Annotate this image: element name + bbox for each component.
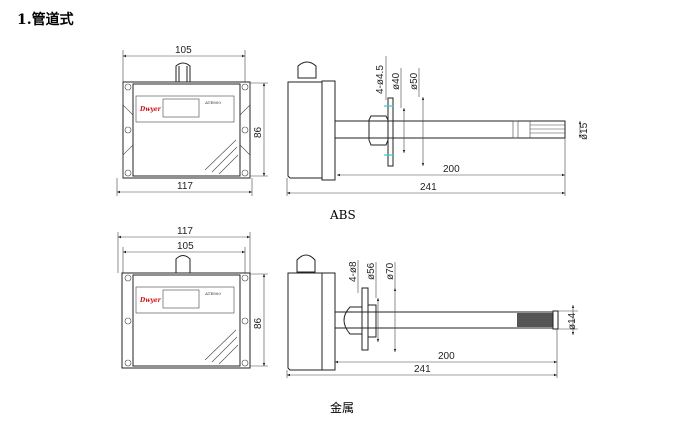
dim-total-len: 241 — [414, 364, 431, 375]
dim-holes: 4-ø4.5 — [375, 65, 386, 94]
dim-inner-dia: ø40 — [391, 72, 402, 90]
section-heading: 1.管道式 — [17, 12, 74, 28]
metal-front-view: 117 105 Dwyer ATE800 86 — [117, 226, 268, 369]
abs-front-view: Dwyer ATE800 105 117 86 — [116, 45, 268, 196]
dim-height-86: 86 — [253, 126, 264, 138]
dim-width-105: 105 — [177, 241, 194, 252]
caption-abs: ABS — [329, 208, 356, 222]
abs-side-view: 4-ø4.5 ø40 ø50 ø15 200 241 — [286, 56, 590, 196]
metal-side-view: 4-ø8 ø56 ø70 ø14 200 241 — [286, 254, 578, 378]
dim-probe-dia: ø14 — [567, 312, 578, 330]
dim-width-105: 105 — [175, 45, 192, 56]
dim-inner-dia: ø56 — [366, 262, 377, 280]
caption-metal: 金属 — [330, 400, 354, 415]
dim-probe-len: 200 — [438, 351, 455, 362]
dim-width-117: 117 — [177, 181, 193, 192]
model-label: ATE800 — [204, 100, 221, 105]
model-label: ATE800 — [204, 291, 221, 296]
logo: Dwyer — [139, 297, 162, 304]
dim-holes: 4-ø8 — [348, 261, 359, 282]
dim-width-117: 117 — [177, 226, 193, 237]
dim-outer-dia: ø50 — [409, 72, 420, 90]
dim-height-86: 86 — [253, 317, 264, 329]
dim-probe-len: 200 — [443, 164, 460, 175]
dim-total-len: 241 — [420, 182, 437, 193]
dim-outer-dia: ø70 — [385, 262, 396, 280]
dim-probe-dia: ø15 — [579, 122, 590, 140]
logo: Dwyer — [139, 106, 162, 113]
